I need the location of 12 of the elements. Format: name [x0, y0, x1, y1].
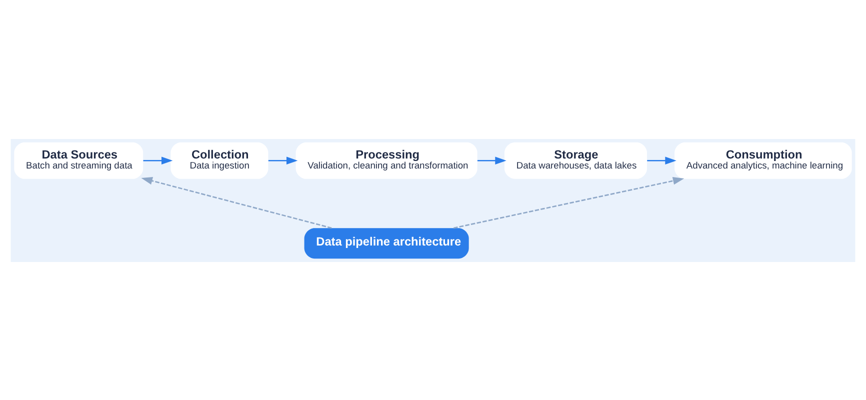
- node-box: Data Sources Batch and streaming data: [14, 142, 144, 178]
- arrow: [647, 156, 676, 164]
- node-box: Storage Data warehouses, data lakes: [504, 142, 647, 178]
- node-box: Data pipeline architecture: [304, 228, 469, 258]
- node-box: Collection Data ingestion: [170, 142, 268, 178]
- arrow: [477, 156, 506, 164]
- arrow: [143, 156, 173, 164]
- node-box: Consumption Advanced analytics, machine learning: [674, 142, 852, 178]
- arrow: [453, 176, 684, 228]
- node-box: Processing Validation, cleaning and transformation: [296, 142, 478, 178]
- arrow: [141, 176, 332, 228]
- arrow: [268, 156, 298, 164]
